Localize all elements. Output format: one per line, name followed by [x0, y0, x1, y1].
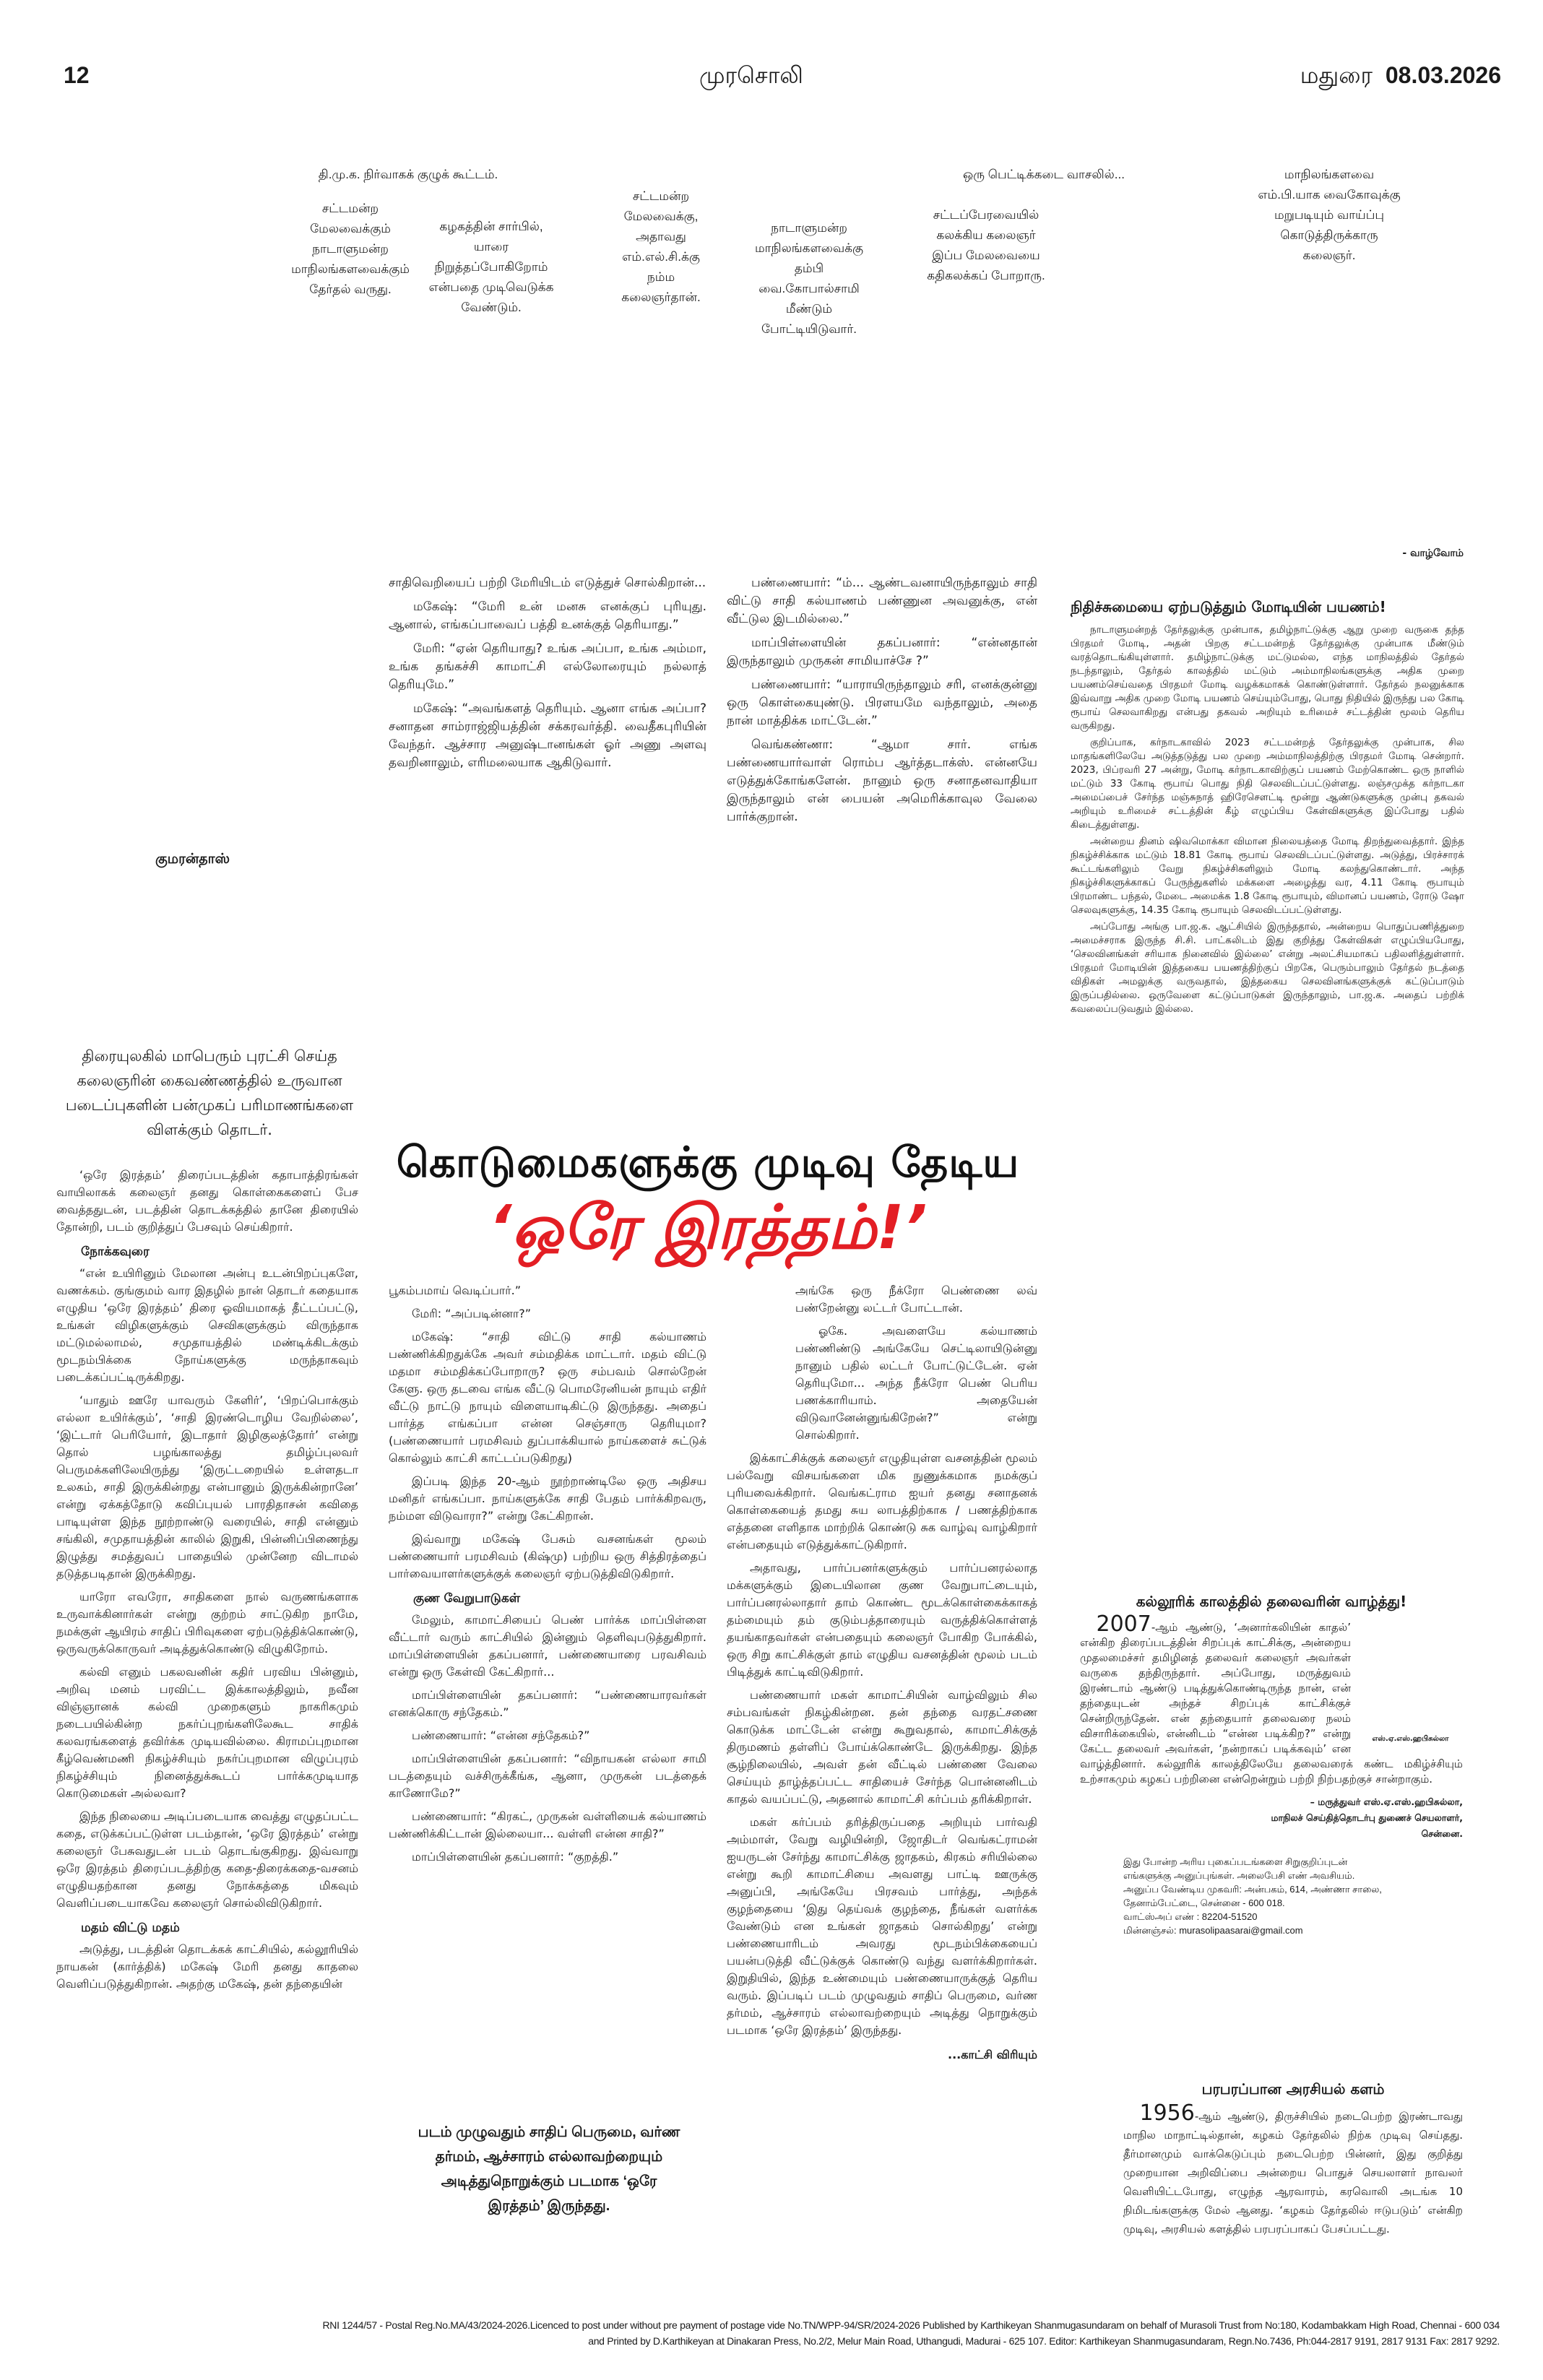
- paragraph: அன்றைய தினம் ஷிவமொக்கா விமான நிலையத்தை ம…: [1071, 836, 1464, 916]
- paragraph: மாப்பிள்ளையின் தகப்பனார்: “பண்ணையாரவர்கள…: [389, 1688, 706, 1719]
- lead-year: 2007: [1096, 1611, 1151, 1637]
- paragraph: பூகம்பமாய் வெடிப்பார்.”: [389, 1284, 521, 1297]
- paragraph: ஓகே. அவளையே கல்யாணம் பண்ணிண்டு அங்கேயே ச…: [795, 1324, 1037, 1442]
- dialogue-column-top-right: பண்ணையார்: “ம்... ஆண்டவனாயிருந்தாலும் சா…: [727, 574, 1037, 832]
- paragraph: மாப்பிள்ளையின் தகப்பனார்: “விநாயகன் எல்ல…: [389, 1752, 706, 1800]
- paragraph: நாடாளுமன்றத் தேர்தலுக்கு முன்பாக, தமிழ்ந…: [1071, 624, 1464, 732]
- comic-caption: நாடாளுமன்ற மாநிலங்களவைக்கு தம்பி வை.கோபா…: [754, 221, 864, 336]
- paragraph: இந்த நிலையை அடிப்படையாக வைத்து எழுதப்பட்…: [56, 1809, 358, 1910]
- article-intro: திரையுலகில் மாபெரும் புரட்சி செய்த கலைஞர…: [65, 1047, 354, 1138]
- paragraph: மகேஷ்: “சாதி விட்டு சாதி கல்யாணம் பண்ணிக…: [389, 1330, 706, 1465]
- paragraph: யாரோ எவரோ, சாதிகளை நால் வருணங்களாக உருவா…: [56, 1590, 358, 1656]
- paragraph: அப்போது அங்கு பா.ஜ.க. ஆட்சியில் இருந்ததா…: [1071, 921, 1464, 1015]
- comic-caption: சட்டப்பேரவையில் கலக்கிய கலைஞர் இப்ப மேலவ…: [927, 208, 1045, 282]
- date: 08.03.2026: [1385, 62, 1501, 88]
- signature-line: – மருத்துவர் எஸ்.ஏ.எஸ்.ஹபிசுல்லா,: [1310, 1796, 1463, 1807]
- paragraph: வெங்கண்ணா: “ஆமா சார். எங்க பண்ணையார்வாள்…: [727, 737, 1037, 824]
- pull-quote: படம் முழுவதும் சாதிப் பெருமை, வர்ண தர்மம…: [418, 2124, 680, 2214]
- modi-article: நிதிச்சுமையை ஏற்படுத்தும் மோடியின் பயணம்…: [1071, 598, 1464, 1019]
- paragraph: மேரி: “ஏன் தெரியாது? உங்க அப்பா, உங்க அம…: [389, 641, 706, 692]
- page-number: 12: [64, 62, 90, 88]
- paragraph: இக்காட்சிக்குக் கலைஞர் எழுதியுள்ள வசனத்த…: [727, 1451, 1037, 1552]
- subheading: மதம் விட்டு மதம்: [81, 1921, 180, 1935]
- article-left-column: ‘ஒரே இரத்தம்’ திரைப்படத்தின் கதாபாத்திரங…: [56, 1167, 358, 1999]
- paragraph: ‘ஒரே இரத்தம்’ திரைப்படத்தின் கதாபாத்திரங…: [56, 1168, 358, 1234]
- photo-label: எஸ்.ஏ.எஸ்.ஹபிசுல்லா: [1372, 1735, 1449, 1743]
- author-byline: குமரன்தாஸ்: [155, 851, 230, 867]
- paragraph: பண்ணையார் மகள் காமாட்சியின் வாழ்விலும் ச…: [727, 1688, 1037, 1806]
- contact-line: தேனாம்பேட்டை, சென்னை - 600 018.: [1123, 1897, 1285, 1908]
- paragraph: இவ்வாறு மகேஷ் பேசும் வசனங்கள் மூலம் பண்ண…: [389, 1532, 706, 1580]
- memory-box-title: கல்லூரிக் காலத்தில் தலைவரின் வாழ்த்து!: [1136, 1593, 1407, 1610]
- subheading: குண வேறுபாடுகள்: [413, 1591, 521, 1606]
- imprint-line: and Printed by D.Karthikeyan at Dinakara…: [588, 2335, 1500, 2347]
- paragraph: இப்படி இந்த 20-ஆம் நூற்றாண்டிலே ஒரு அதிச…: [389, 1474, 706, 1523]
- contact-line: இது போன்ற அரிய புகைப்படங்களை சிறுகுறிப்ப…: [1123, 1856, 1348, 1867]
- paragraph: மாப்பிள்ளையின் தகப்பனார்: “குறத்தி.”: [412, 1850, 619, 1864]
- signature-line: சென்னை.: [1421, 1828, 1463, 1839]
- contact-line: அனுப்ப வேண்டிய முகவரி: அன்பகம், 614, அண்…: [1123, 1884, 1382, 1895]
- signature-line: மாநிலச் செய்தித்தொடர்பு துணைச் செயலாளர்,: [1271, 1812, 1463, 1823]
- paragraph: குறிப்பாக, கர்நாடகாவில் 2023 சட்டமன்றத் …: [1071, 737, 1464, 831]
- memory-body: -ஆம் ஆண்டு, ‘அனார்கலியின் காதல்’ என்கிற …: [1080, 1621, 1463, 1786]
- politics-body: -ஆம் ஆண்டு, திருச்சியில் நடைபெற்ற இரண்டா…: [1123, 2110, 1463, 2236]
- continued-label: ...காட்சி விரியும்: [948, 2048, 1037, 2061]
- comic-caption: தி.மு.க. நிர்வாகக் குழுக் கூட்டம்.: [318, 168, 498, 181]
- headline-line1: கொடுமைகளுக்கு முடிவு தேடிய: [396, 1138, 1020, 1187]
- contact-info: இது போன்ற அரிய புகைப்படங்களை சிறுகுறிப்ப…: [1123, 1855, 1463, 1937]
- article-middle-column-a: பூகம்பமாய் வெடிப்பார்.” மேரி: “அப்படின்ன…: [389, 1282, 706, 1871]
- subheading: நோக்கவுரை: [81, 1245, 150, 1259]
- memory-box: கல்லூரிக் காலத்தில் தலைவரின் வாழ்த்து! எ…: [1080, 1593, 1463, 1937]
- modi-article-title: நிதிச்சுமையை ஏற்படுத்தும் மோடியின் பயணம்…: [1071, 598, 1386, 615]
- photo-placeholder: எஸ்.ஏ.எஸ்.ஹபிசுல்லா: [1358, 1617, 1463, 1747]
- paragraph: அடுத்து, படத்தின் தொடக்கக் காட்சியில், க…: [56, 1942, 358, 1991]
- paragraph: மகேஷ்: “அவங்களத் தெரியும். ஆனா எங்க அப்ப…: [389, 701, 706, 770]
- comic-signoff: - வாழ்வோம்: [1402, 548, 1464, 559]
- paragraph: அதாவது, பார்ப்பனர்களுக்கும் பார்ப்பனரல்ல…: [727, 1561, 1037, 1679]
- paragraph: பண்ணையார்: “கிரகட், முருகன் வள்ளியைக் கல…: [389, 1809, 706, 1840]
- paragraph: மகேஷ்: “மேரி உன் மனசு எனக்குப் புரியுது.…: [389, 600, 706, 632]
- paragraph: சாதிவெறியைப் பற்றி மேரியிடம் எடுத்துச் ச…: [389, 576, 706, 590]
- edition-city: மதுரை: [1300, 62, 1373, 88]
- paragraph: மகள் கர்ப்பம் தரித்திருப்பதை அறியும் பார…: [727, 1815, 1037, 2037]
- paragraph: மேலும், காமாட்சியைப் பெண் பார்க்க மாப்பி…: [389, 1613, 706, 1679]
- dialogue-column-top-left: சாதிவெறியைப் பற்றி மேரியிடம் எடுத்துச் ச…: [389, 574, 706, 778]
- comic-caption: ஒரு பெட்டிக்கடை வாசலில்...: [963, 168, 1125, 181]
- paragraph: ‘யாதும் ஊரே யாவரும் கேளிர்’, ‘பிறப்பொக்க…: [56, 1393, 358, 1580]
- article-middle-column-b: அங்கே ஒரு நீக்ரோ பெண்ணை லவ் பண்றேன்னு லட…: [727, 1282, 1037, 2064]
- imprint-footer: RNI 1244/57 - Postal Reg.No.MA/43/2024-2…: [43, 2317, 1500, 2349]
- comic-caption: சட்டமன்ற மேலவைக்கு, அதாவது எம்.எல்.சி.க்…: [621, 189, 701, 304]
- paragraph: பண்ணையார்: “யாராயிருந்தாலும் சரி, எனக்கு…: [727, 678, 1037, 728]
- paragraph: பண்ணையார்: “என்ன சந்தேகம்?”: [412, 1728, 590, 1742]
- paper-name: முரசொலி: [699, 62, 803, 88]
- signature: – மருத்துவர் எஸ்.ஏ.எஸ்.ஹபிசுல்லா, மாநிலச…: [1080, 1794, 1463, 1842]
- lead-year: 1956: [1139, 2100, 1195, 2126]
- contact-line: வாட்ஸ்அப் எண் : 82204-51520: [1123, 1911, 1258, 1922]
- edition-date: மதுரை 08.03.2026: [1300, 62, 1501, 92]
- paragraph: “என் உயிரினும் மேலான அன்பு உடன்பிறப்புகள…: [56, 1266, 358, 1384]
- politics-box-title: பரபரப்பான அரசியல் களம்: [1201, 2080, 1385, 2098]
- paragraph: மாப்பிள்ளையின் தகப்பனார்: “என்னதான் இருந…: [727, 636, 1037, 668]
- politics-box: பரபரப்பான அரசியல் களம் 1956-ஆம் ஆண்டு, த…: [1123, 2080, 1463, 2241]
- comic-caption: கழகத்தின் சார்பில், யாரை நிறுத்தப்போகிறோ…: [428, 220, 554, 314]
- paragraph: அங்கே ஒரு நீக்ரோ பெண்ணை லவ் பண்றேன்னு லட…: [795, 1284, 1037, 1315]
- paragraph: கல்வி எனும் பகலவனின் கதிர் பரவிய பின்னும…: [56, 1665, 358, 1800]
- imprint-line: RNI 1244/57 - Postal Reg.No.MA/43/2024-2…: [322, 2319, 1500, 2331]
- contact-line: எங்களுக்கு அனுப்புங்கள். அலைபேசி எண் அவச…: [1123, 1870, 1355, 1881]
- contact-email[interactable]: மின்னஞ்சல்: murasolipaasarai@gmail.com: [1123, 1925, 1303, 1936]
- paragraph: மேரி: “அப்படின்னா?”: [412, 1307, 532, 1320]
- comic-caption: சட்டமன்ற மேலவைக்கும் நாடாளுமன்ற மாநிலங்க…: [291, 202, 410, 296]
- headline-line2: ‘ஒரே இரத்தம்!’: [488, 1192, 928, 1263]
- paragraph: பண்ணையார்: “ம்... ஆண்டவனாயிருந்தாலும் சா…: [727, 576, 1037, 626]
- comic-caption: மாநிலங்களவை எம்.பி.யாக வைகோவுக்கு மறுபடி…: [1258, 168, 1401, 262]
